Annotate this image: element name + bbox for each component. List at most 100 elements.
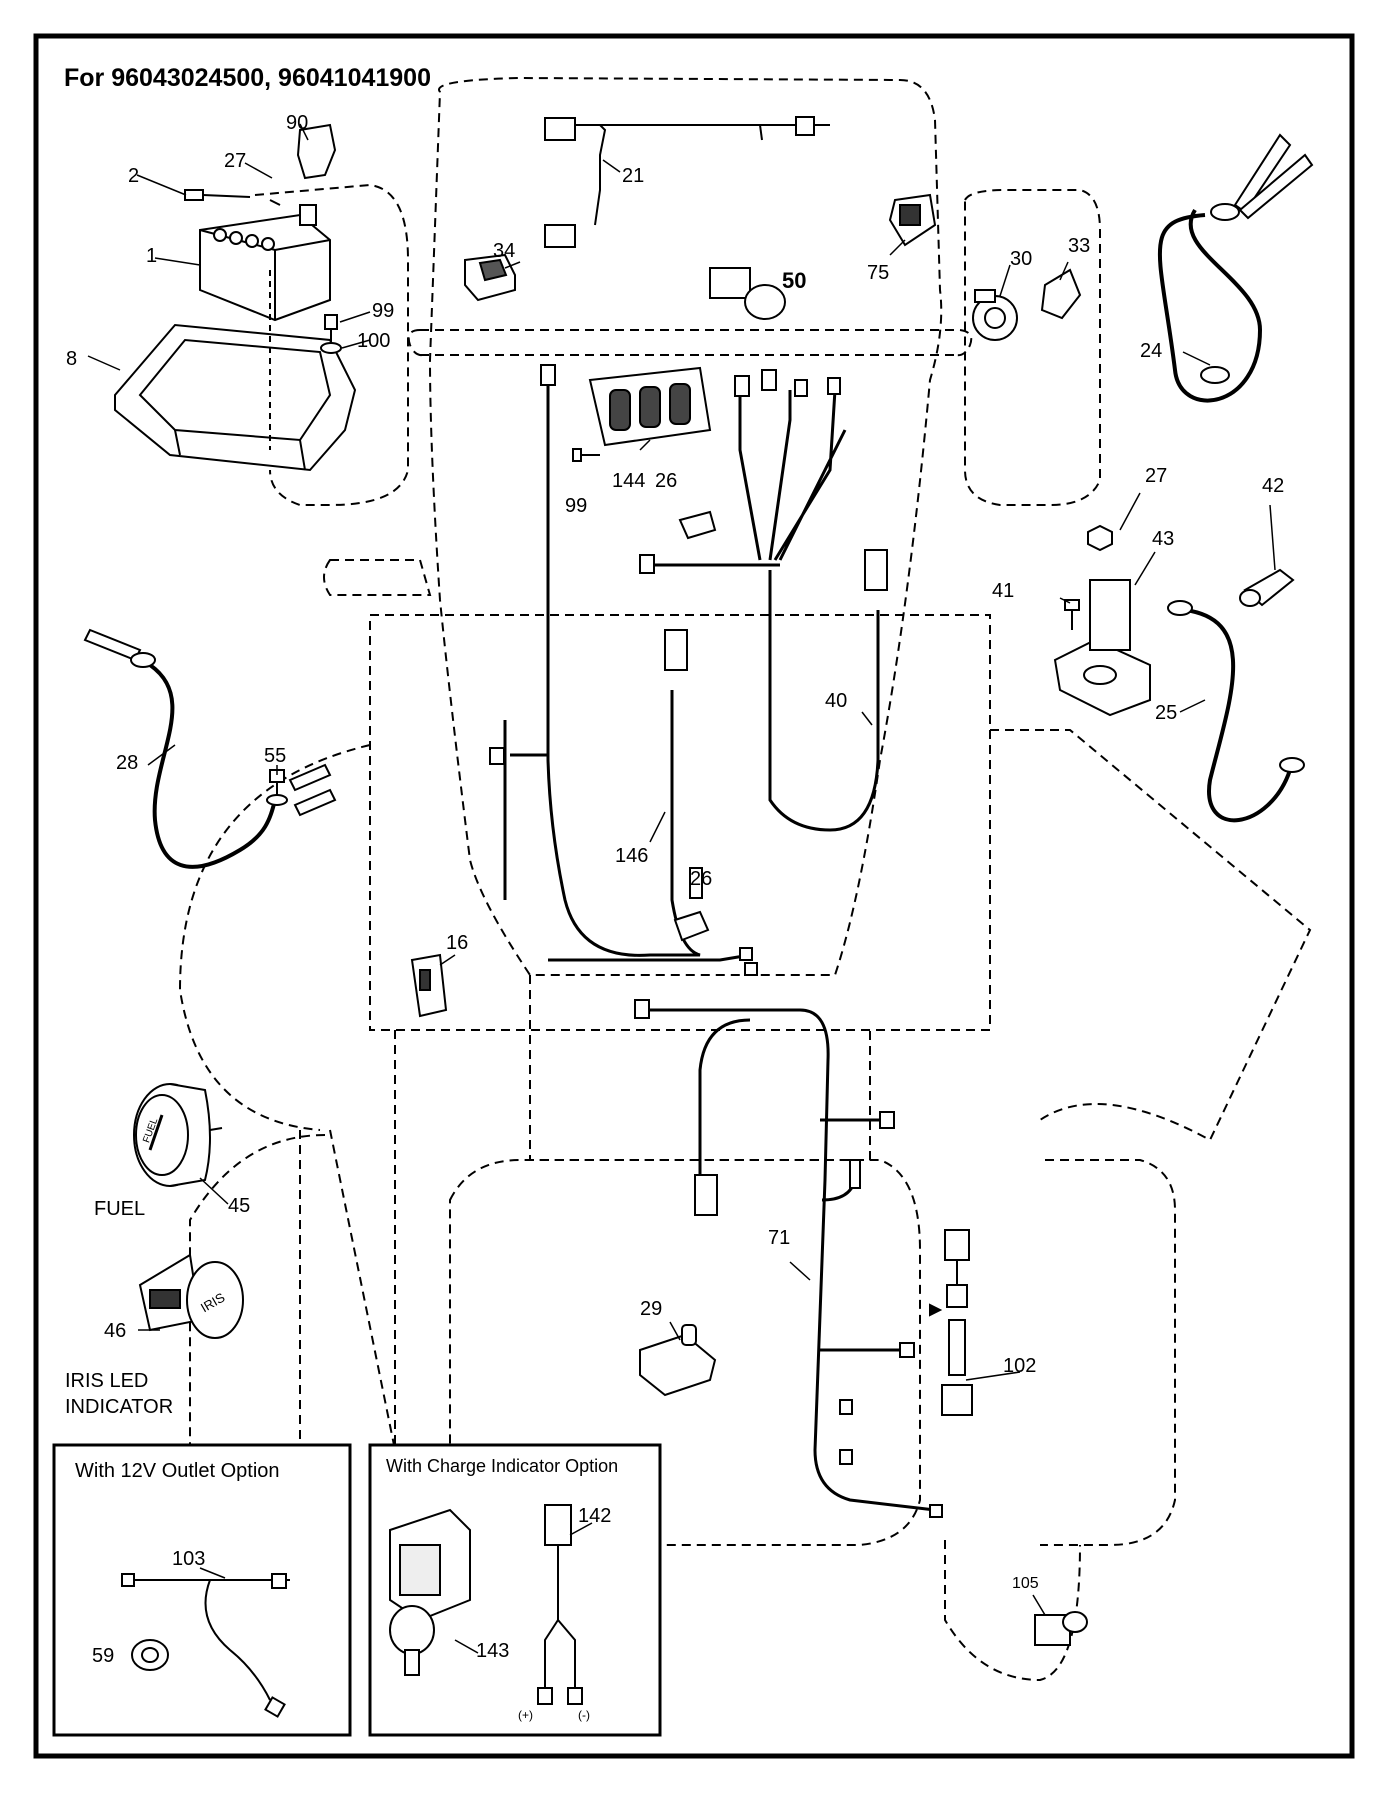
bolt-41 <box>1064 599 1080 630</box>
callout-103: 103 <box>172 1548 206 1570</box>
ignition-zone-outline <box>964 189 1101 506</box>
center-body-outline <box>369 614 991 1031</box>
callout-99-battery: 99 <box>372 300 395 322</box>
solenoid-outline <box>944 1540 1081 1682</box>
callout-99-module: 99 <box>565 495 588 517</box>
gauge-outline <box>189 1134 326 1450</box>
battery-tray <box>114 323 357 472</box>
adapter-harness-102 <box>929 1229 973 1416</box>
right-lower-outline <box>1040 1159 1176 1546</box>
dashed-outlines <box>178 76 1312 1682</box>
callout-142: 142 <box>578 1505 612 1527</box>
callout-105: 105 <box>1012 1575 1039 1592</box>
callout-55: 55 <box>264 745 287 767</box>
page-frame <box>33 33 1355 1759</box>
lower-center-outline <box>529 975 871 1161</box>
iris-label-line2: INDICATOR <box>65 1396 174 1418</box>
callout-143: 143 <box>476 1640 510 1662</box>
steering-tower-outline <box>428 76 943 976</box>
switch-29 <box>639 1324 717 1397</box>
cable-25 <box>1167 600 1305 823</box>
callout-1: 1 <box>146 245 158 267</box>
callout-43: 43 <box>1152 528 1175 550</box>
outlet-option-title: With 12V Outlet Option <box>75 1460 280 1482</box>
callout-27-solenoid: 27 <box>1145 465 1168 487</box>
callout-8: 8 <box>66 348 78 370</box>
callout-40: 40 <box>825 690 848 712</box>
nut-27 <box>1087 524 1113 552</box>
callout-71: 71 <box>768 1227 791 1249</box>
switch-75 <box>888 193 937 247</box>
charge-harness-142 <box>537 1504 583 1705</box>
callout-50: 50 <box>782 268 807 293</box>
diagram-title: For 96043024500, 96041041900 <box>64 64 431 92</box>
solenoid-105 <box>1034 1611 1088 1646</box>
leader-lines <box>87 123 1276 1654</box>
module-144 <box>588 366 712 447</box>
callout-75: 75 <box>867 262 890 284</box>
callout-144: 144 <box>612 470 646 492</box>
stub-outline <box>323 559 432 596</box>
callout-34: 34 <box>493 240 516 262</box>
callout-41: 41 <box>992 580 1015 602</box>
cable-28 <box>83 628 277 869</box>
left-lower-outline <box>299 1030 396 1451</box>
callout-26-lower: 26 <box>690 868 713 890</box>
key-switch-50 <box>709 267 786 320</box>
switch-34 <box>464 253 516 302</box>
relay-26-lower <box>673 910 710 942</box>
boot-42 <box>1239 568 1295 607</box>
ignition-key-33 <box>1040 268 1082 320</box>
charge-indicator-143 <box>389 1508 471 1676</box>
callout-26-upper: 26 <box>655 470 678 492</box>
callout-46: 46 <box>104 1320 127 1342</box>
callout-29: 29 <box>640 1298 663 1320</box>
solenoid-43 <box>1053 579 1151 717</box>
outlet-option-box <box>52 1443 352 1737</box>
right-fender-outline <box>990 729 1312 1142</box>
battery-screw <box>184 189 281 206</box>
callout-30: 30 <box>1010 248 1033 270</box>
bolt-99-washer-100 <box>269 270 342 450</box>
ignition-switch-30 <box>972 289 1018 341</box>
outlet-59 <box>131 1639 169 1671</box>
iris-label-line1: IRIS LED <box>65 1370 149 1392</box>
callout-45: 45 <box>228 1195 251 1217</box>
seat-switch-16 <box>410 953 448 1018</box>
callout-21: 21 <box>622 165 645 187</box>
callout-25: 25 <box>1155 702 1178 724</box>
callout-100: 100 <box>357 330 391 352</box>
minus-terminal-label: (-) <box>578 1708 590 1722</box>
left-fender-outline <box>178 744 371 1131</box>
iris-led-46 <box>138 1253 244 1339</box>
callout-33: 33 <box>1068 235 1091 257</box>
callout-2: 2 <box>128 165 140 187</box>
harness-21 <box>544 116 830 248</box>
bolt-99-small <box>572 448 600 462</box>
outlet-harness-103 <box>121 1573 290 1718</box>
battery <box>199 204 331 322</box>
plus-terminal-label: (+) <box>518 1708 533 1722</box>
callout-28: 28 <box>116 752 139 774</box>
battery-cable-24 <box>1157 133 1314 403</box>
callout-90: 90 <box>286 112 309 134</box>
fuel-label: FUEL <box>94 1198 146 1220</box>
callout-146: 146 <box>615 845 649 867</box>
harness-connectors <box>489 364 888 976</box>
callout-24: 24 <box>1140 340 1163 362</box>
harness-71 <box>645 1008 936 1512</box>
callout-42: 42 <box>1262 475 1285 497</box>
charge-option-title: With Charge Indicator Option <box>386 1456 619 1476</box>
main-harness <box>503 370 880 962</box>
callout-16: 16 <box>446 932 469 954</box>
battery-zone-outline <box>254 183 409 506</box>
callout-59: 59 <box>92 1645 115 1667</box>
fuel-gauge-45 <box>133 1083 223 1187</box>
relay-26-upper <box>678 510 717 540</box>
callout-27-battery: 27 <box>224 150 247 172</box>
callout-102: 102 <box>1003 1355 1037 1377</box>
harness-71-connectors <box>634 999 943 1518</box>
dash-panel-outline <box>407 329 973 357</box>
